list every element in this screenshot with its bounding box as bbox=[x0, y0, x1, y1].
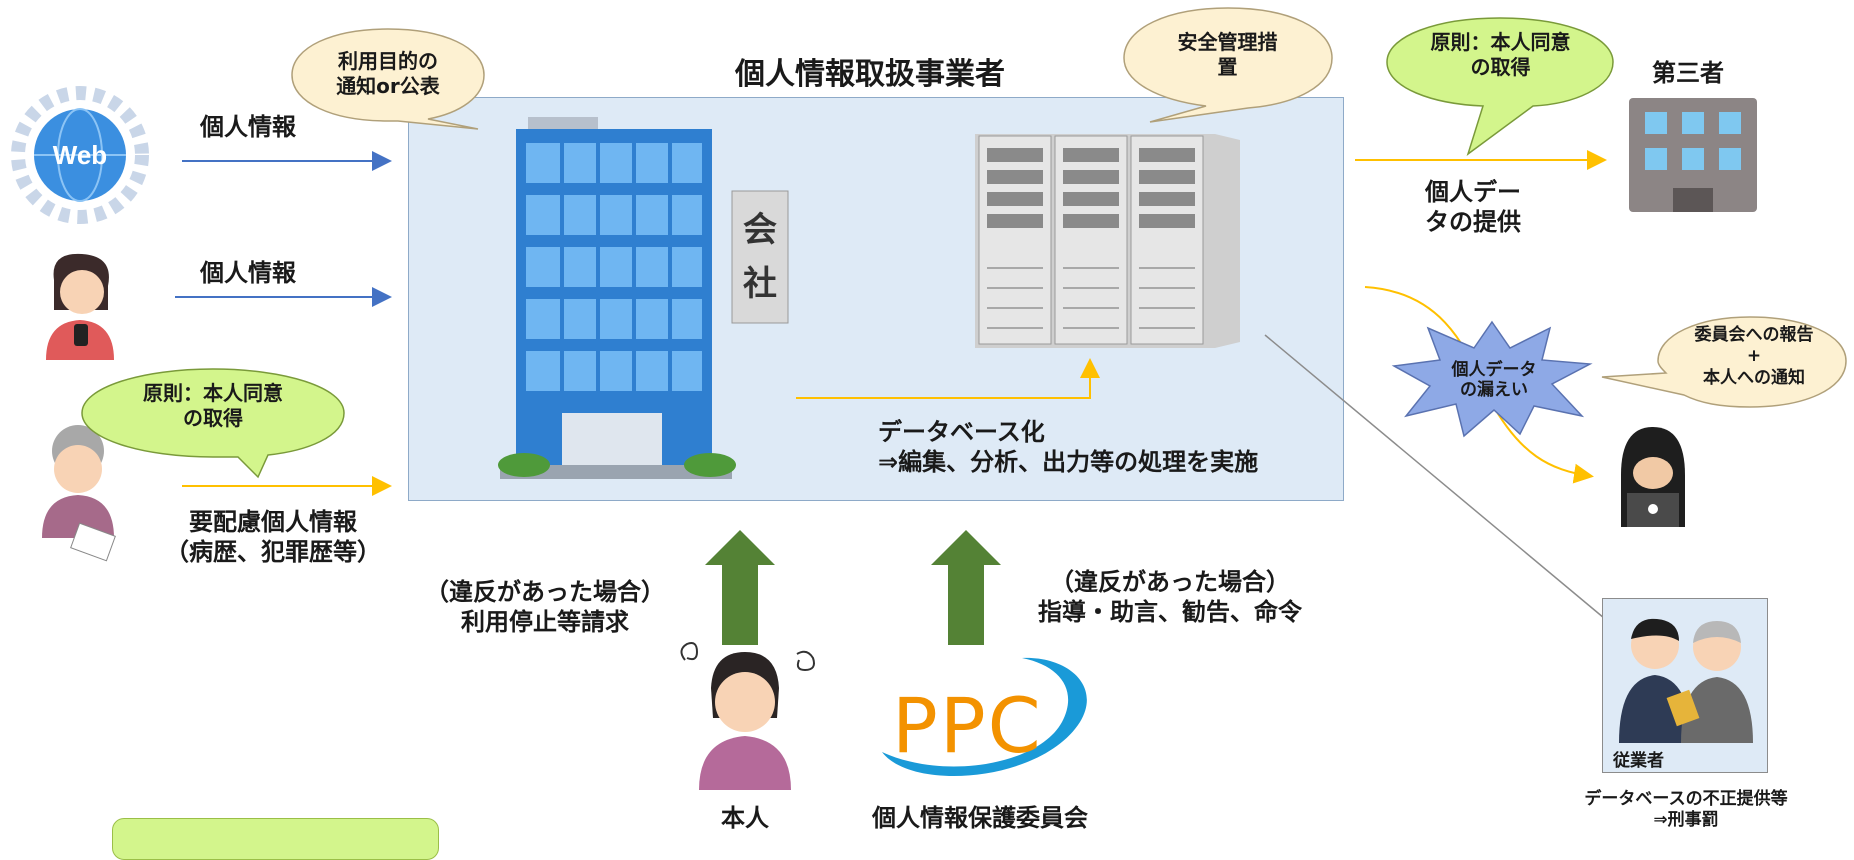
third-party-building-icon bbox=[1627, 96, 1759, 214]
ppc-label: 個人情報保護委員会 bbox=[872, 804, 1088, 832]
violation-right-label: （違反があった場合） 指導・助言、勧告、命令 bbox=[1038, 568, 1302, 626]
sensitive-info-label: 要配慮個人情報 （病歴、犯罪歴等） bbox=[165, 508, 381, 566]
input-label-2: 個人情報 bbox=[200, 259, 296, 287]
person-with-phone-icon bbox=[40, 250, 120, 360]
company-title: 個人情報取扱事業者 bbox=[735, 57, 1005, 92]
employee-box: 従業者 bbox=[1602, 598, 1768, 773]
database-label: データベース化 ⇒編集、分析、出力等の処理を実施 bbox=[878, 418, 1259, 476]
elderly-woman-icon bbox=[38, 423, 120, 563]
safety-bubble: 安全管理措 置 bbox=[1177, 30, 1278, 79]
leak-label: 個人データ の漏えい bbox=[1451, 360, 1537, 401]
confused-person-icon bbox=[665, 640, 825, 790]
server-rack-icon bbox=[975, 128, 1240, 348]
employees-icon bbox=[1619, 618, 1753, 743]
employee-label: 従業者 bbox=[1613, 751, 1664, 771]
person-up-arrow bbox=[705, 530, 775, 645]
consent-bubble-top-shape bbox=[1386, 17, 1614, 156]
consent-bubble-top: 原則：本人同意 の取得 bbox=[1430, 30, 1571, 79]
ppc-up-arrow bbox=[931, 530, 1001, 645]
web-label: Web bbox=[53, 140, 107, 170]
database-arrow bbox=[796, 358, 1100, 399]
arrows-layer bbox=[175, 150, 1607, 645]
safety-bubble-shape bbox=[1123, 7, 1333, 123]
input-label-1: 個人情報 bbox=[200, 113, 296, 141]
consent-bubble-left: 原則：本人同意 の取得 bbox=[143, 381, 283, 430]
consent-bubble-left-shape bbox=[81, 368, 345, 479]
hacker-icon bbox=[1615, 423, 1690, 528]
third-party-title: 第三者 bbox=[1652, 59, 1724, 87]
report-bubble: 委員会への報告 + 本人への通知 bbox=[1694, 325, 1814, 388]
ppc-logo: PPC bbox=[872, 652, 1092, 792]
provision-label: 個人デー タの提供 bbox=[1425, 178, 1521, 236]
purpose-bubble: 利用目的の 通知or公表 bbox=[336, 49, 440, 98]
person-label: 本人 bbox=[721, 804, 769, 832]
legend-box bbox=[112, 818, 439, 860]
web-globe-icon: Web bbox=[10, 85, 150, 225]
purpose-bubble-shape bbox=[291, 28, 485, 130]
leak-burst-shape bbox=[1391, 320, 1593, 438]
employee-link-line bbox=[1264, 334, 1605, 619]
building-sign-char-1: 会 bbox=[743, 210, 777, 250]
report-bubble-shape bbox=[1601, 316, 1847, 408]
building-sign-char-2: 社 bbox=[743, 264, 777, 304]
violation-left-label: （違反があった場合） 利用停止等請求 bbox=[425, 578, 665, 636]
illegal-provision-label: データベースの不正提供等 ⇒刑事罰 bbox=[1584, 789, 1788, 831]
ppc-logo-text: PPC bbox=[892, 681, 1043, 770]
company-building-icon: 会 社 bbox=[488, 115, 793, 495]
